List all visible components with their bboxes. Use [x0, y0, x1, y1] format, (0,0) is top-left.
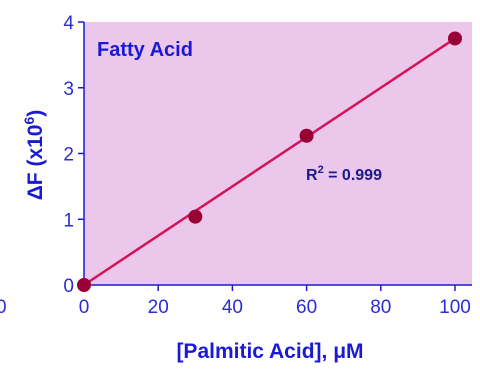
y-tick-label: 1: [63, 210, 74, 231]
fit-line: [83, 37, 456, 287]
x-tick-label: 40: [222, 297, 243, 318]
data-point: [448, 31, 462, 46]
y-tick-label: 3: [63, 79, 74, 100]
y-axis-label-end: ): [24, 110, 47, 117]
y-tick-label: 2: [63, 145, 74, 166]
y-axis-label-base: ΔF (x10: [24, 125, 47, 201]
y-tick-label: 4: [63, 13, 74, 34]
chart-title: Fatty Acid: [97, 39, 193, 61]
y-axis-label: ΔF (x106): [21, 110, 47, 201]
x-tick-label: 20: [148, 297, 169, 318]
left-edge-label: 0: [0, 297, 7, 318]
r2-prefix: R: [306, 167, 318, 184]
x-tick-label: 100: [439, 297, 471, 318]
x-tick-label: 80: [370, 297, 391, 318]
r-squared-annotation: R2 = 0.999: [306, 164, 382, 184]
data-point: [299, 128, 314, 143]
r2-exponent: 2: [318, 164, 324, 176]
data-point: [188, 209, 203, 224]
x-axis-label-prefix: [Palmitic Acid],: [176, 340, 333, 363]
x-tick-label: 0: [79, 297, 90, 318]
x-axis-label: [Palmitic Acid], μM: [176, 340, 363, 363]
x-ticks: 0 20 40 60 80 100: [79, 285, 471, 318]
y-axis-label-exponent: 6: [21, 117, 37, 125]
y-ticks: 0 1 2 3 4: [63, 13, 84, 297]
r2-value: = 0.999: [324, 167, 382, 184]
data-points: [77, 31, 462, 292]
x-axis-label-unit: μM: [333, 340, 363, 363]
y-tick-label: 0: [63, 276, 74, 297]
x-tick-label: 60: [296, 297, 317, 318]
data-point: [77, 278, 91, 292]
